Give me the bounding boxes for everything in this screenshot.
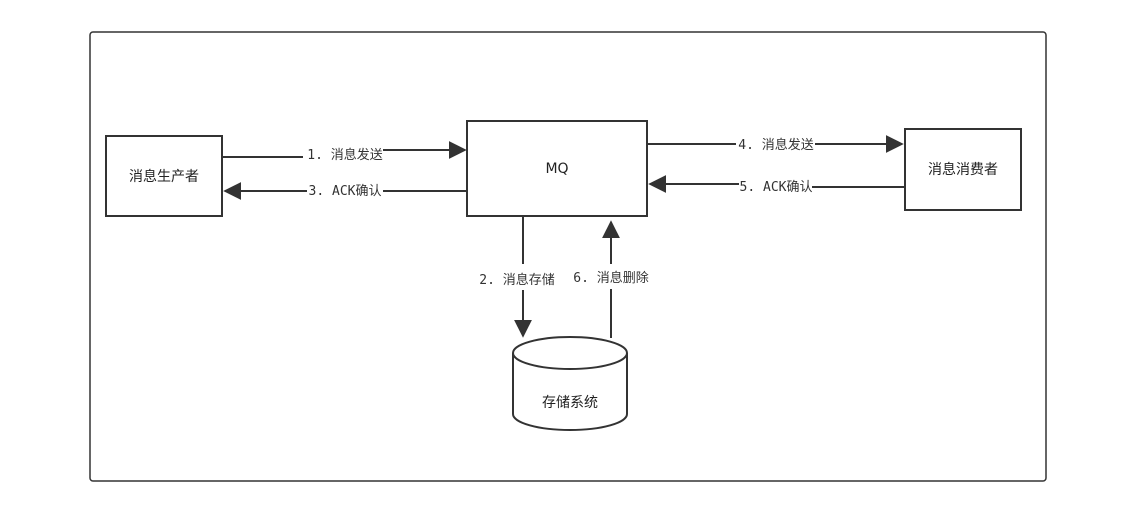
edge-send-to-mq: 1. 消息发送 — [222, 141, 467, 163]
diagram-frame — [89, 31, 1047, 482]
edge-label-store: 2. 消息存储 — [479, 272, 554, 288]
edge-label-delete: 6. 消息删除 — [573, 270, 648, 286]
storage-cylinder: 存储系统 — [512, 336, 628, 431]
producer-label: 消息生产者 — [129, 168, 199, 185]
edge-label-ack-from-consumer: 5. ACK确认 — [740, 180, 813, 195]
edge-ack-to-producer: 3. ACK确认 — [223, 182, 467, 200]
edge-ack-from-consumer: 5. ACK确认 — [648, 175, 905, 195]
consumer-node: 消息消费者 — [904, 128, 1022, 211]
edge-label-ack-to-producer: 3. ACK确认 — [309, 184, 382, 199]
edge-label-send-to-mq: 1. 消息发送 — [307, 147, 382, 163]
consumer-label: 消息消费者 — [928, 161, 998, 178]
mq-node: MQ — [466, 120, 648, 217]
mq-label: MQ — [545, 161, 568, 177]
edge-store: 2. 消息存储 — [479, 216, 555, 338]
producer-node: 消息生产者 — [105, 135, 223, 217]
edge-send-to-consumer: 4. 消息发送 — [647, 135, 904, 153]
edge-delete: 6. 消息删除 — [573, 220, 649, 338]
storage-label: 存储系统 — [542, 395, 598, 411]
edge-label-send-to-consumer: 4. 消息发送 — [738, 137, 813, 153]
